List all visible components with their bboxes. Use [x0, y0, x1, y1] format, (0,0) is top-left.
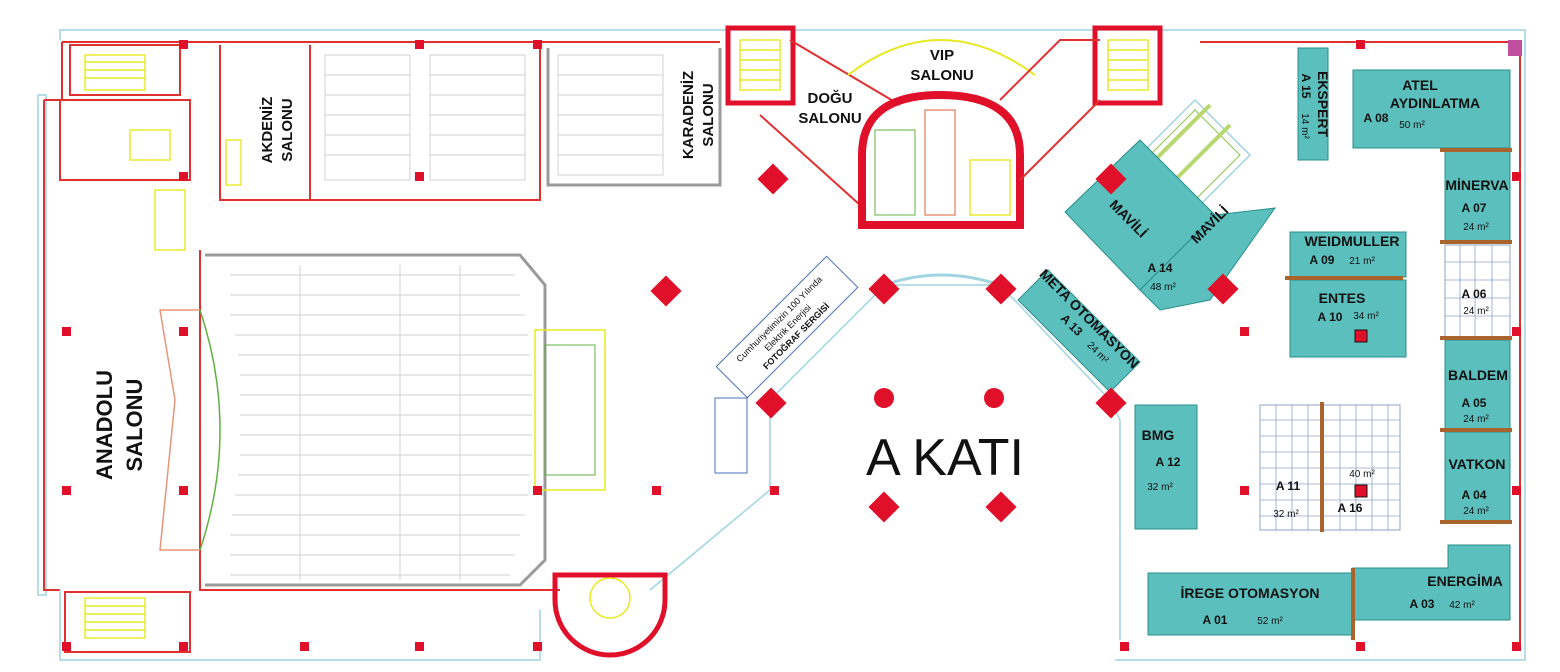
a15-name: EKSPERT [1315, 71, 1331, 138]
booth-a09[interactable] [1289, 231, 1407, 278]
a01-name: İREGE OTOMASYON [1181, 585, 1320, 601]
booth-a04[interactable] [1444, 431, 1511, 523]
vip-salonu-label-1: VIP [930, 47, 954, 64]
stairwell-nw [59, 44, 191, 251]
a01-area: 52 m² [1257, 616, 1283, 627]
akdeniz-salonu-label-2: SALONU [279, 98, 296, 161]
building-outline [37, 29, 1526, 661]
a12-name: BMG [1142, 427, 1175, 443]
a07-code: A 07 [1462, 201, 1487, 215]
vip-salonu-room [847, 39, 1036, 229]
booth-labels: MAVİLİ MAVİLİ A 14 48 m² META OTOMASYON … [1036, 71, 1508, 627]
dogu-salonu-room [759, 39, 901, 206]
a08-code: A 08 [1364, 111, 1389, 125]
middle-hall-room [309, 45, 541, 201]
a05-code: A 05 [1462, 396, 1487, 410]
a10-code: A 10 [1318, 310, 1343, 324]
karadeniz-salonu-room [546, 48, 722, 187]
a07-area: 24 m² [1463, 222, 1489, 233]
a09-name: WEIDMULLER [1305, 233, 1400, 249]
booth-grids [1260, 245, 1510, 530]
booth-a07[interactable] [1444, 149, 1511, 243]
a04-code: A 04 [1462, 488, 1487, 502]
a04-name: VATKON [1448, 456, 1505, 472]
floor-title: A KATI [866, 429, 1024, 487]
restrooms [999, 39, 1101, 181]
anadolu-salonu-room [159, 250, 606, 591]
a11-area: 32 m² [1273, 509, 1299, 520]
anadolu-salonu-label-2: SALONU [122, 379, 147, 472]
a11-code: A 11 [1276, 479, 1301, 493]
a07-name: MİNERVA [1445, 177, 1508, 193]
stairwell-north-right [1092, 25, 1163, 106]
a16-code: A 16 [1338, 501, 1363, 515]
booth-a05[interactable] [1444, 339, 1511, 431]
booth-a08[interactable] [1352, 69, 1511, 149]
vip-salonu-label-2: SALONU [910, 67, 973, 84]
a10-area: 34 m² [1353, 311, 1379, 322]
a06-code: A 06 [1462, 287, 1487, 301]
akdeniz-salonu-label-1: AKDENİZ [259, 97, 276, 164]
a05-area: 24 m² [1463, 414, 1489, 425]
karadeniz-salonu-label-1: KARADENİZ [680, 71, 697, 159]
spiral-stair [552, 572, 668, 658]
booth-a01[interactable] [1147, 572, 1354, 636]
a12-code: A 12 [1156, 455, 1181, 469]
a01-code: A 01 [1203, 613, 1228, 627]
a14-area: 48 m² [1150, 282, 1176, 293]
a14-code: A 14 [1148, 261, 1173, 275]
a08-name-line1: ATEL [1402, 77, 1438, 93]
exhibition-sign: Cumhuriyetimizin 100 Yılında Elektrik En… [715, 255, 859, 399]
stairwell-north-left [725, 25, 796, 106]
a04-area: 24 m² [1463, 506, 1489, 517]
booth-a11-a16[interactable] [1259, 404, 1401, 531]
booth-dividers [1285, 148, 1512, 640]
a12-area: 32 m² [1147, 482, 1173, 493]
booth-a10[interactable] [1289, 279, 1407, 358]
a03-code: A 03 [1410, 597, 1435, 611]
dogu-salonu-label-2: SALONU [798, 110, 861, 127]
booth-a15[interactable] [1297, 47, 1329, 161]
a09-area: 21 m² [1349, 256, 1375, 267]
anadolu-salonu-label-1: ANADOLU [92, 370, 117, 480]
a08-name-line2: AYDINLATMA [1390, 95, 1480, 111]
stairwell-sw [64, 591, 191, 653]
booth-a12[interactable] [1134, 404, 1198, 530]
a15-area: 14 m² [1299, 113, 1310, 139]
a03-name: ENERGİMA [1427, 573, 1502, 589]
karadeniz-salonu-label-2: SALONU [700, 83, 717, 146]
hall-labels: ANADOLU SALONU AKDENİZ SALONU KARADENİZ … [92, 47, 1024, 487]
a06-area: 24 m² [1463, 306, 1489, 317]
a10-name: ENTES [1319, 290, 1366, 306]
a05-name: BALDEM [1448, 367, 1508, 383]
a09-code: A 09 [1310, 253, 1335, 267]
booth-a13[interactable] [1017, 269, 1141, 393]
booths [1017, 40, 1522, 636]
booth-a06[interactable] [1444, 244, 1511, 338]
booth-a14-right[interactable] [1139, 207, 1277, 311]
a16-area: 40 m² [1349, 469, 1375, 480]
a15-code: A 15 [1299, 74, 1313, 99]
a03-area: 42 m² [1449, 600, 1475, 611]
a08-area: 50 m² [1399, 120, 1425, 131]
dogu-salonu-label-1: DOĞU [808, 89, 853, 107]
